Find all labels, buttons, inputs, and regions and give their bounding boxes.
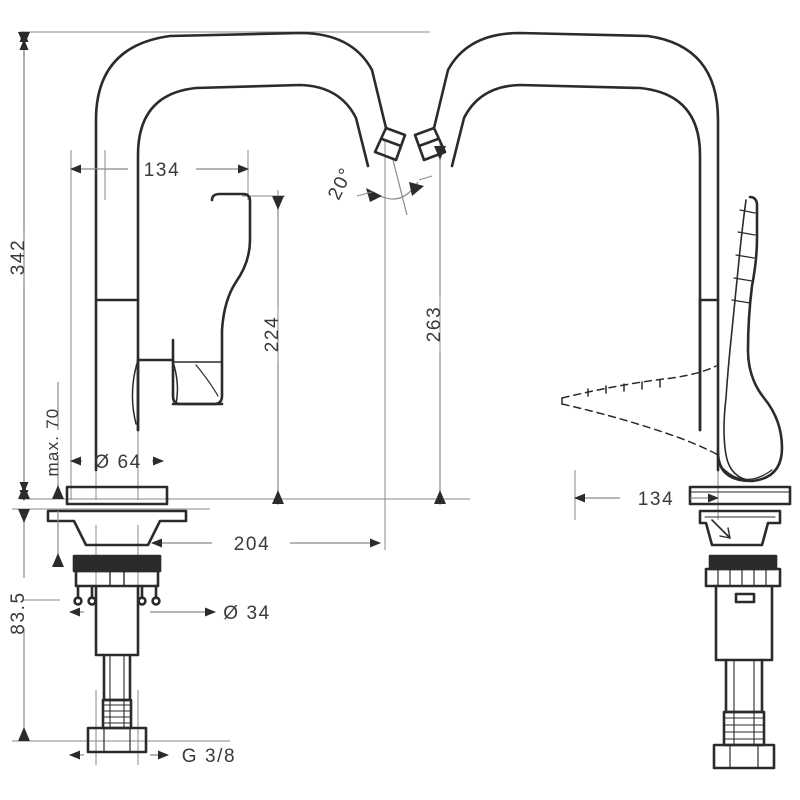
dimension-label-max70: max. 70 <box>43 408 62 477</box>
dimension-spout-reach: 204 <box>151 534 381 555</box>
dimension-shank-diameter: Ø 34 <box>69 603 271 624</box>
dimension-spout-offset-side: 134 <box>574 489 719 510</box>
dimension-label-g38: G 3/8 <box>182 746 236 767</box>
dimension-label-64: Ø 64 <box>94 452 142 473</box>
dimension-handle-height: 224 <box>262 196 284 504</box>
dimension-spout-angle: 20° <box>324 159 433 216</box>
dimension-label-20deg: 20° <box>324 164 358 203</box>
dimension-outlet-height: 263 <box>424 146 446 504</box>
dimension-label-342: 342 <box>8 239 29 276</box>
dimension-label-34: Ø 34 <box>223 603 271 624</box>
dimension-label-134-top: 134 <box>144 160 181 181</box>
front-view-faucet <box>46 31 407 754</box>
dimension-label-835: 83.5 <box>8 591 29 634</box>
dimension-spout-offset-front: 134 <box>70 160 249 181</box>
dimension-base-diameter: Ø 64 <box>70 452 164 473</box>
side-view-faucet <box>413 31 792 770</box>
dimension-supply-length: 83.5 <box>8 509 30 741</box>
dimension-label-224: 224 <box>262 316 283 353</box>
dimension-deck-thickness: max. 70 <box>43 382 64 567</box>
dimension-overall-height: 342 <box>8 31 30 501</box>
dimension-label-134-right: 134 <box>638 489 675 510</box>
dimension-label-204: 204 <box>234 534 271 555</box>
dimension-label-263: 263 <box>424 306 445 343</box>
dimension-thread-size: G 3/8 <box>69 746 236 767</box>
